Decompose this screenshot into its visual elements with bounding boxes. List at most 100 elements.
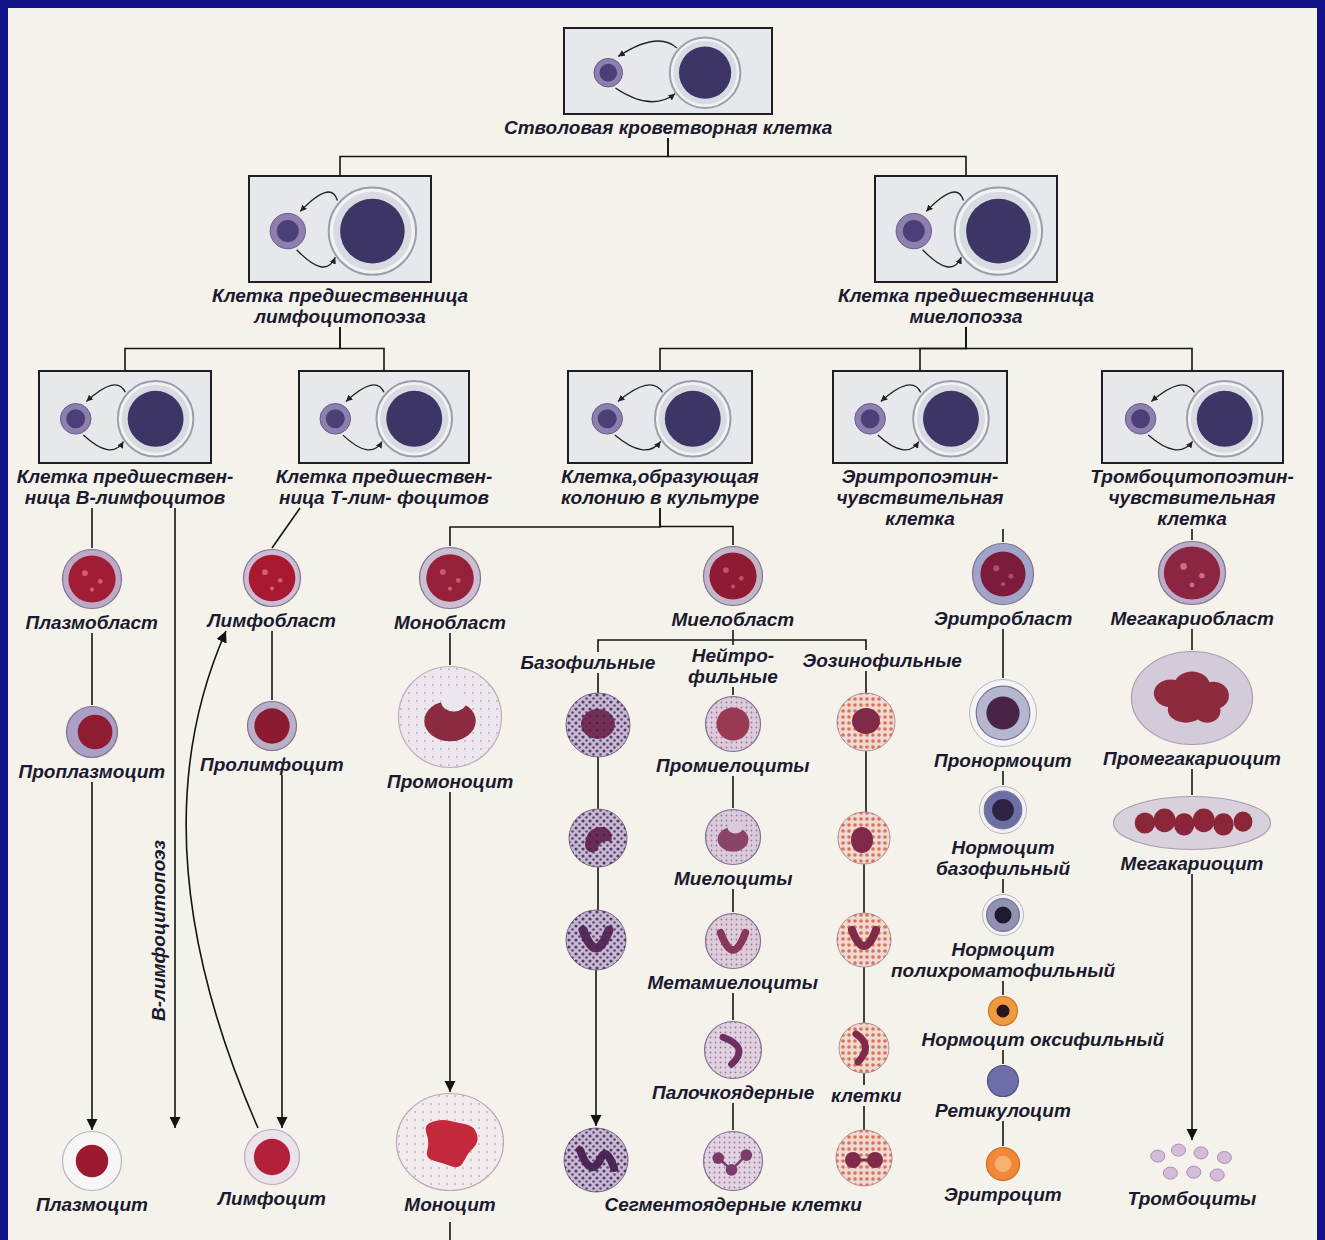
- differentiation-arrow: [83, 435, 123, 450]
- cell-nucleus: [326, 409, 345, 428]
- differentiation-arrow: [297, 250, 336, 267]
- self-renewal-arrow: [926, 192, 963, 211]
- large-cell: [118, 381, 194, 457]
- connector: [450, 508, 660, 546]
- cell-cytoplasm: [333, 192, 412, 271]
- frame-picture: [569, 372, 751, 462]
- granules: [564, 1128, 628, 1192]
- cell-picture: [246, 700, 298, 752]
- connector: [1002, 771, 1004, 785]
- connector: [271, 631, 273, 700]
- cell-label: Промиелоциты: [656, 755, 810, 776]
- cell-picture: [978, 785, 1028, 835]
- cell-cytoplasm: [988, 997, 1017, 1026]
- platelet: [1210, 1169, 1224, 1181]
- basophil-line: [597, 867, 599, 910]
- cell-node: Эритроцит: [944, 1146, 1062, 1205]
- cell-label: Миелобласт: [672, 609, 795, 630]
- progenitor-box: Эритропоэтин- чувствительная клетка: [830, 370, 1010, 529]
- cell-label: Промоноцит: [387, 771, 513, 792]
- cell-node: Эритробласт: [934, 542, 1072, 629]
- cell-cytoplasm: [986, 1148, 1019, 1181]
- nucleus-lobe: [1135, 812, 1155, 833]
- cell-node: Плазмобласт: [26, 548, 159, 633]
- frame-picture: [565, 29, 771, 113]
- frame-picture: [300, 372, 468, 462]
- cell-label: Монобласт: [394, 612, 506, 633]
- eosinophil-cell: [837, 913, 891, 967]
- cell-nucleus: [856, 1034, 866, 1062]
- cell-label: Проплазмоцит: [19, 761, 166, 782]
- cell-label: Ретикулоцит: [935, 1100, 1071, 1121]
- cell-picture: [242, 548, 302, 608]
- nucleolus: [262, 569, 268, 575]
- large-cell: [655, 381, 731, 457]
- cell-nucleus: [861, 409, 880, 428]
- cell-picture: [981, 893, 1025, 937]
- cell-picture: [1130, 650, 1254, 746]
- cell-frame: [874, 175, 1058, 283]
- large-cell: [955, 187, 1042, 274]
- connector: [1191, 529, 1193, 540]
- eosinophil-line: [865, 751, 867, 812]
- cell-cytoplasm: [976, 686, 1030, 740]
- progenitor-box: Клетка предшественница миелопоэза: [816, 175, 1116, 327]
- nucleolus: [1180, 563, 1187, 570]
- progenitor-box: Стволовая кроветворная клетка: [504, 27, 832, 138]
- connector: [732, 993, 734, 1020]
- eosinophil-cell: [837, 693, 895, 751]
- cell-label: Пронормоцит: [934, 750, 1072, 771]
- cell-picture: [243, 1128, 301, 1186]
- cell-nucleus: [996, 1004, 1009, 1017]
- cell-frame: [1101, 370, 1284, 464]
- cell-nucleus: [248, 555, 295, 602]
- cell-nucleus: [665, 391, 721, 447]
- cell-cytoplasm: [1114, 797, 1271, 850]
- granules: [705, 914, 760, 969]
- granules: [704, 1132, 763, 1191]
- cell-nucleus: [254, 708, 289, 743]
- platelet: [1194, 1147, 1208, 1159]
- cell-nucleus: [923, 391, 979, 447]
- nucleolus: [448, 587, 452, 591]
- cell-cytoplasm: [66, 707, 117, 758]
- cell-node: Нормоцит базофильный: [928, 785, 1078, 879]
- cell-picture: [704, 808, 762, 866]
- connector: [91, 508, 93, 548]
- connector: [281, 775, 283, 1128]
- cell-label: Клетка предшествен- ница В-лимфоцитов: [9, 466, 241, 508]
- connector: [1191, 769, 1193, 795]
- small-cell: [896, 213, 931, 248]
- cell-nucleus: [1131, 409, 1150, 428]
- granules: [566, 693, 630, 757]
- nucleus-lobe: [713, 1152, 725, 1164]
- cell-label: Клетка предшественница миелопоэза: [816, 285, 1116, 327]
- cell-label: Нормоцит полихроматофильный: [888, 939, 1118, 981]
- cell-nucleus: [679, 47, 731, 99]
- cell-node: Проплазмоцит: [19, 705, 166, 782]
- large-cell: [376, 381, 452, 457]
- cell-nucleus: [966, 199, 1031, 264]
- granules: [839, 1023, 889, 1073]
- cell-halo: [969, 680, 1036, 747]
- differentiation-arrow: [923, 250, 962, 267]
- nucleolus: [1190, 583, 1195, 588]
- cell-halo: [980, 787, 1027, 834]
- cell-label: Клетка предшественница лимфоцитопоэза: [190, 285, 490, 327]
- cell-picture: [1157, 540, 1227, 606]
- cell-label: Нормоцит базофильный: [928, 837, 1078, 879]
- cell-picture: [703, 1020, 763, 1080]
- small-cell: [592, 404, 623, 435]
- nucleolus: [1001, 582, 1005, 586]
- basophil-cell: [569, 809, 627, 867]
- eosinophil-line: [863, 864, 865, 913]
- cell-node: Мегакариоцит: [1112, 795, 1272, 874]
- central-pallor: [995, 1156, 1012, 1173]
- cell-node: Промегакариоцит: [1103, 650, 1281, 769]
- frame-picture: [1103, 372, 1282, 462]
- cell-cytoplasm: [917, 385, 985, 453]
- self-renewal-arrow: [346, 385, 384, 402]
- cell-nucleus: [68, 555, 115, 602]
- cell-cytoplasm: [380, 385, 448, 453]
- cell-label: Лимфобласт: [208, 610, 337, 631]
